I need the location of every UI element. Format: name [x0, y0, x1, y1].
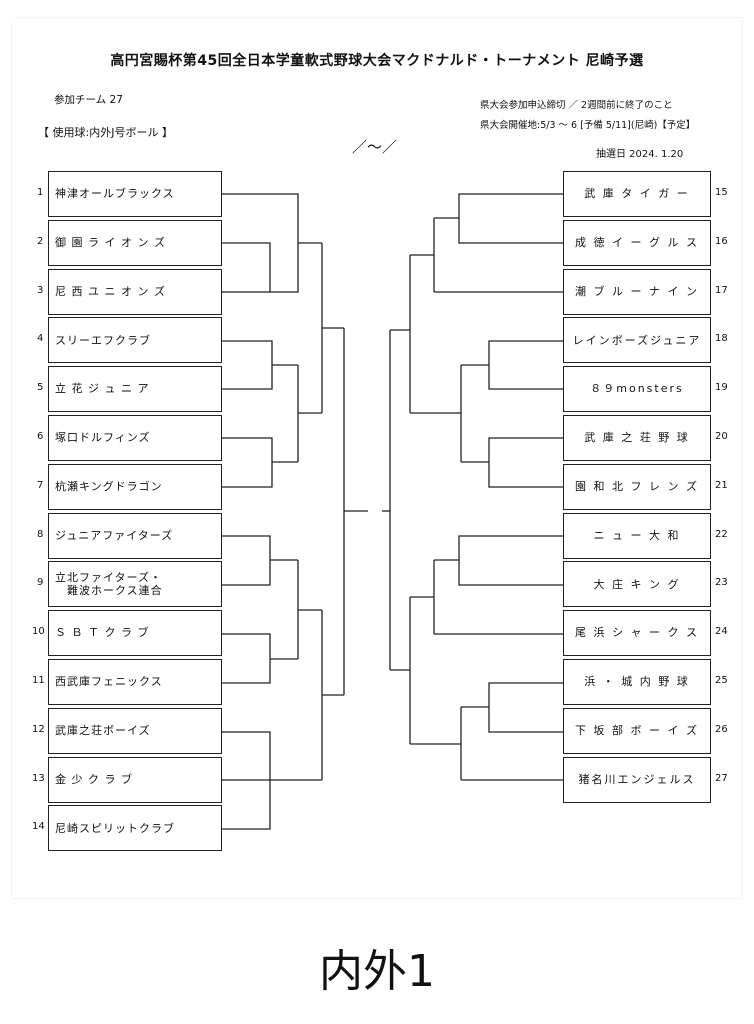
left-team-6: 塚口ドルフィンズ	[48, 415, 222, 461]
team-number: 4	[37, 333, 44, 345]
center-date-mark: ／～／	[352, 138, 398, 156]
team-name: 塚口ドルフィンズ	[55, 431, 151, 445]
team-name: 浜 ・ 城 内 野 球	[584, 675, 690, 689]
team-name: 尾 浜 シ ャ ー ク ス	[575, 626, 699, 640]
right-team-15: 武 庫 タ イ ガ ー	[563, 171, 711, 217]
team-number: 27	[715, 772, 728, 784]
team-number: 21	[715, 479, 728, 491]
left-team-11: 西武庫フェニックス	[48, 659, 222, 705]
left-team-7: 杭瀬キングドラゴン	[48, 463, 222, 510]
team-number: 22	[715, 528, 728, 540]
right-team-20: 武 庫 之 荘 野 球	[563, 415, 711, 461]
team-number: 7	[37, 479, 44, 491]
left-team-2: 御 園 ラ イ オ ン ズ	[48, 219, 222, 266]
team-number: 6	[37, 431, 44, 442]
team-number: 19	[715, 382, 728, 394]
left-team-13: 金 少 ク ラ ブ	[48, 756, 222, 803]
handwritten-label: 内外1	[319, 946, 435, 997]
right-team-17: 潮 ブ ル ー ナ イ ン	[563, 268, 711, 315]
right-team-21: 園 和 北 フ レ ン ズ	[563, 463, 711, 510]
team-name: 杭瀬キングドラゴン	[55, 479, 163, 493]
team-number: 12	[32, 723, 45, 735]
ball-info: 【 使用球:内外J号ボール 】	[38, 126, 173, 139]
team-name: 潮 ブ ル ー ナ イ ン	[575, 284, 699, 298]
team-name: 園 和 北 フ レ ン ズ	[575, 479, 699, 493]
team-name: 立北ファイターズ・ 難波ホークス連合	[55, 570, 163, 598]
team-number: 5	[37, 382, 44, 394]
deadline-note: 県大会参加申込締切 ／ 2週間前に終了のこと	[480, 100, 673, 111]
team-name: 金 少 ク ラ ブ	[55, 772, 133, 786]
team-name: 武庫之荘ボーイズ	[55, 723, 151, 737]
team-name: ニ ュ ー 大 和	[593, 528, 681, 542]
team-number: 2	[37, 235, 44, 247]
team-name: 成 徳 イ ー グ ル ス	[575, 235, 699, 249]
team-number: 25	[715, 675, 728, 686]
right-team-24: 尾 浜 シ ャ ー ク ス	[563, 610, 711, 657]
right-team-25: 浜 ・ 城 内 野 球	[563, 659, 711, 705]
team-number: 17	[715, 284, 728, 296]
participant-count: 参加チーム 27	[54, 94, 123, 106]
left-team-3: 尼 西 ユ ニ オ ン ズ	[48, 268, 222, 315]
team-name: 御 園 ラ イ オ ン ズ	[55, 235, 166, 249]
team-number: 11	[32, 675, 45, 686]
team-number: 1	[37, 187, 44, 198]
team-name: 尼 西 ユ ニ オ ン ズ	[55, 284, 166, 298]
left-team-12: 武庫之荘ボーイズ	[48, 707, 222, 754]
team-name: 神津オールブラックス	[55, 187, 175, 201]
draw-date: 抽選日 2024. 1.20	[596, 149, 684, 160]
right-team-23: 大 庄 キ ン グ	[563, 561, 711, 608]
team-number: 13	[32, 772, 45, 784]
team-number: 3	[37, 284, 44, 296]
right-team-19: ８９monsters	[563, 366, 711, 413]
team-name: レインボーズジュニア	[572, 333, 702, 347]
left-team-9: 立北ファイターズ・ 難波ホークス連合	[48, 561, 222, 608]
team-name: 猪名川エンジェルス	[578, 772, 696, 786]
team-number: 16	[715, 235, 728, 247]
team-name: Ｓ Ｂ Ｔ ク ラ ブ	[55, 626, 150, 640]
page-title: 高円宮賜杯第45回全日本学童軟式野球大会マクドナルド・トーナメント 尼崎予選	[110, 53, 644, 69]
left-team-4: スリーエフクラブ	[48, 317, 222, 364]
right-team-26: 下 坂 部 ボ ー イ ズ	[563, 707, 711, 754]
team-number: 14	[32, 821, 45, 833]
team-name: ８９monsters	[590, 382, 684, 396]
team-name: 武 庫 之 荘 野 球	[584, 431, 690, 445]
right-team-27: 猪名川エンジェルス	[563, 756, 711, 803]
left-team-10: Ｓ Ｂ Ｔ ク ラ ブ	[48, 610, 222, 657]
right-team-18: レインボーズジュニア	[563, 317, 711, 364]
team-name: ジュニアファイターズ	[55, 528, 174, 542]
team-number: 15	[715, 187, 728, 198]
left-team-5: 立 花 ジ ュ ニ ア	[48, 366, 222, 413]
team-name: 武 庫 タ イ ガ ー	[584, 187, 690, 201]
left-team-8: ジュニアファイターズ	[48, 512, 222, 559]
team-name: 下 坂 部 ボ ー イ ズ	[575, 723, 699, 737]
team-name: スリーエフクラブ	[55, 333, 151, 347]
team-number: 24	[715, 626, 728, 638]
left-team-1: 神津オールブラックス	[48, 171, 222, 217]
team-number: 20	[715, 431, 728, 442]
team-name: 立 花 ジ ュ ニ ア	[55, 382, 150, 396]
team-number: 9	[37, 577, 44, 589]
team-name: 西武庫フェニックス	[55, 675, 163, 689]
right-team-16: 成 徳 イ ー グ ル ス	[563, 219, 711, 266]
left-team-14: 尼崎スピリットクラブ	[48, 805, 222, 852]
team-number: 23	[715, 577, 728, 589]
right-team-22: ニ ュ ー 大 和	[563, 512, 711, 559]
team-number: 10	[32, 626, 45, 638]
team-number: 8	[37, 528, 44, 540]
team-name: 尼崎スピリットクラブ	[55, 821, 175, 835]
venue-note: 県大会開催地:5/3 ～ 6 [予備 5/11](尼崎)【予定】	[480, 120, 696, 131]
team-number: 26	[715, 723, 728, 735]
team-number: 18	[715, 333, 728, 345]
team-name: 大 庄 キ ン グ	[593, 577, 681, 591]
